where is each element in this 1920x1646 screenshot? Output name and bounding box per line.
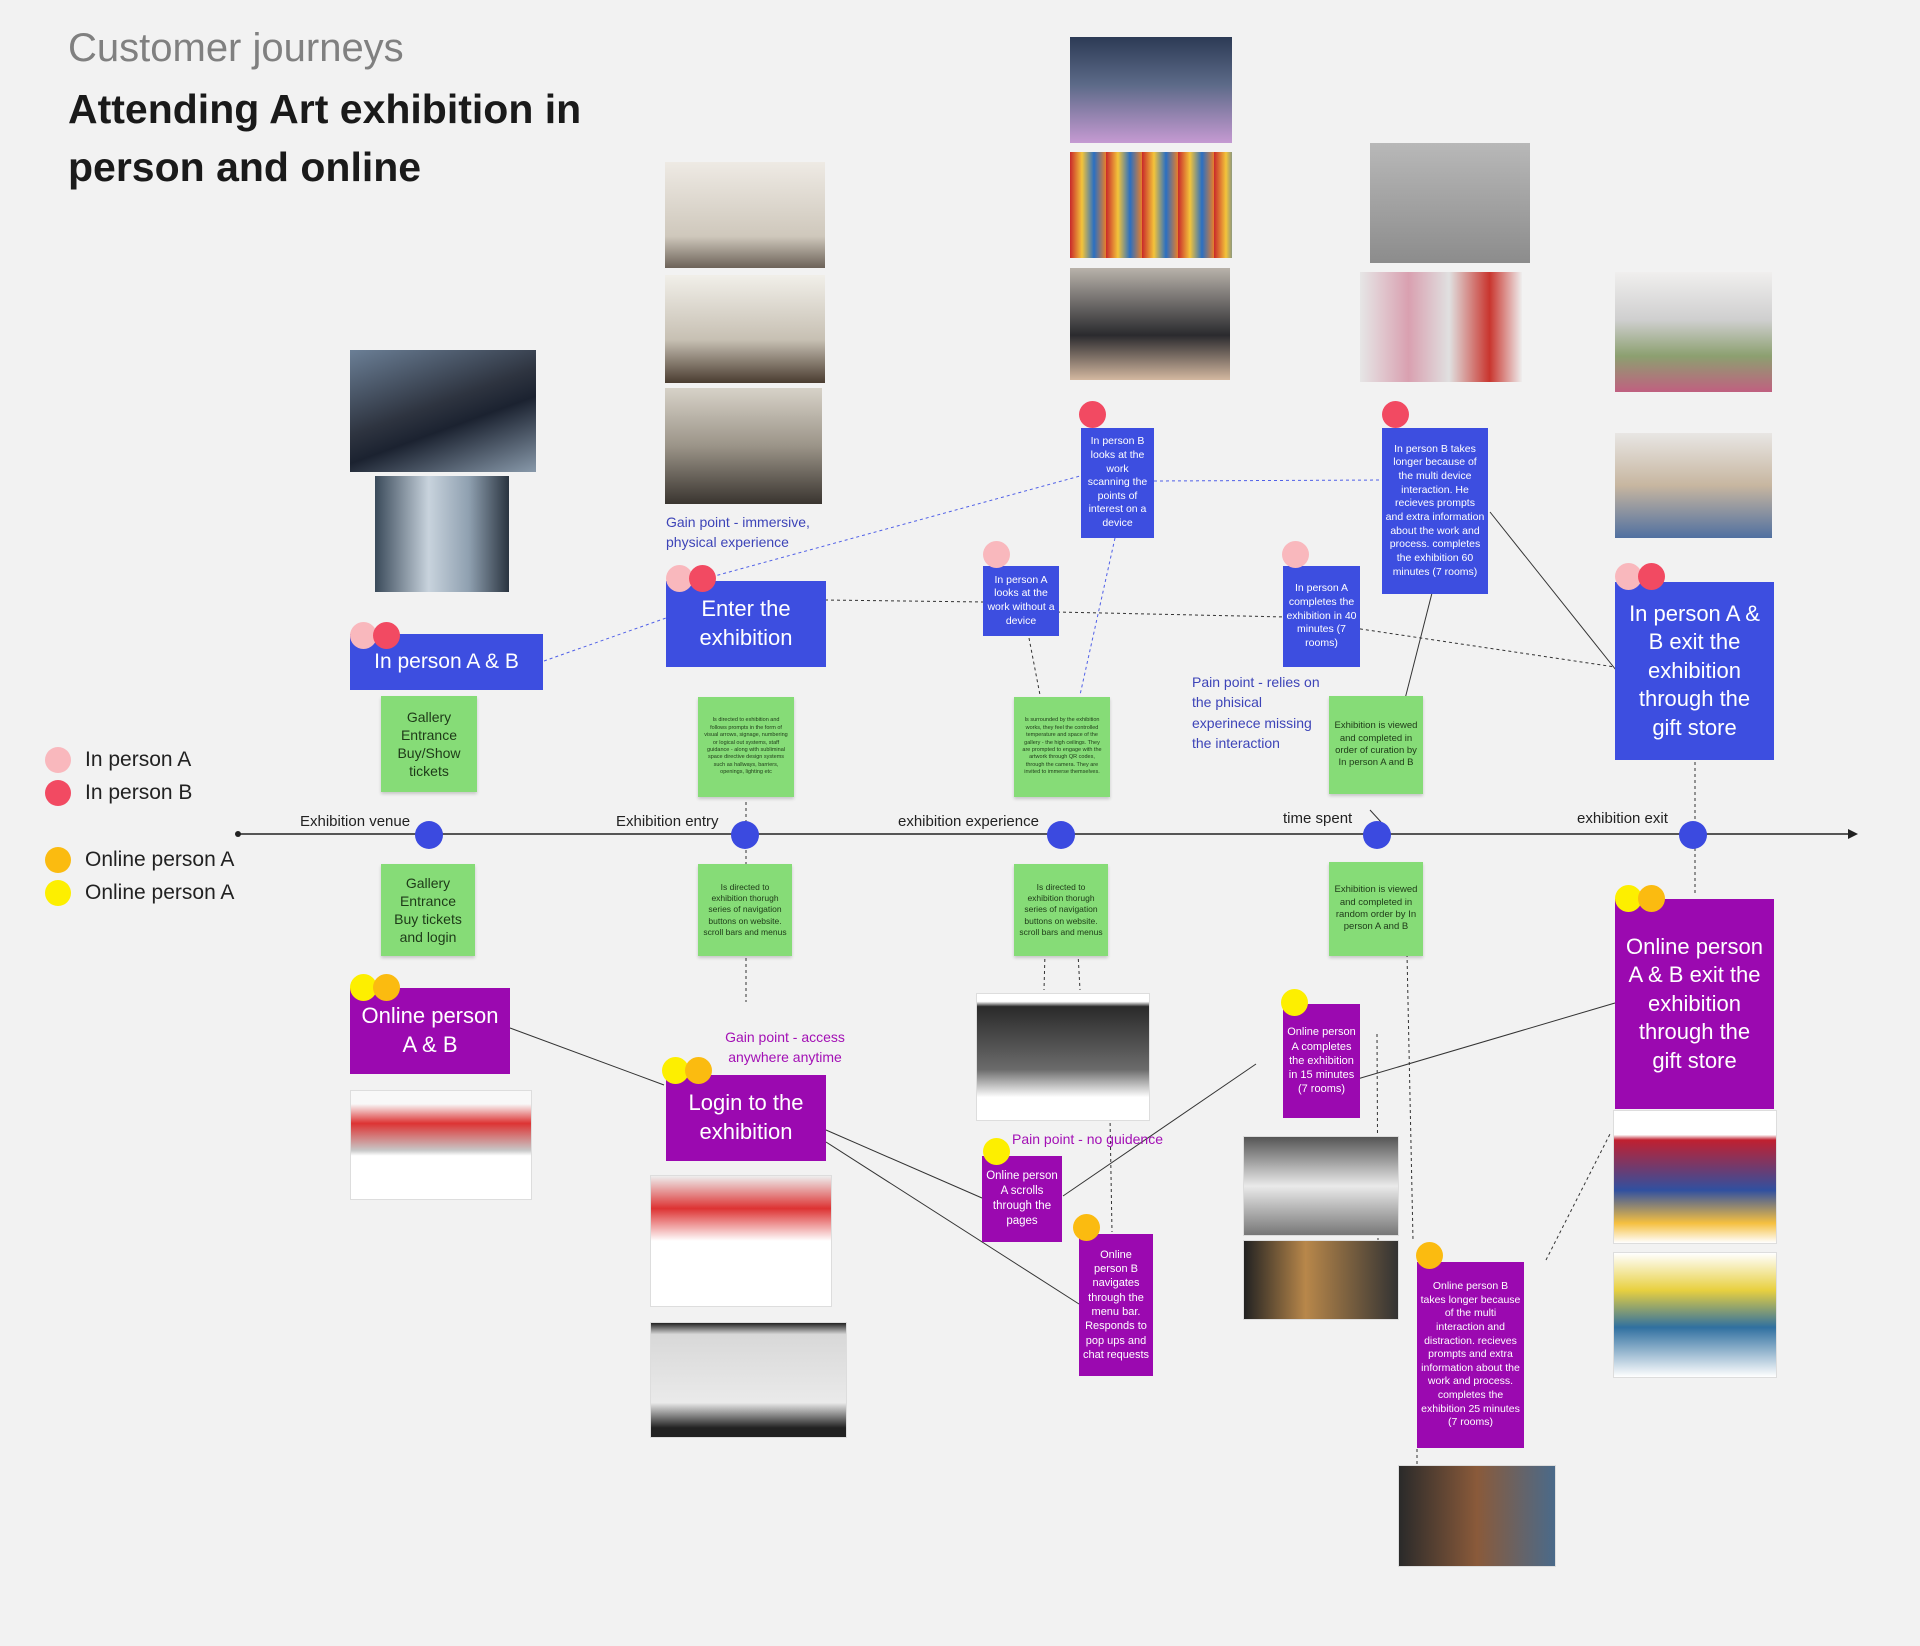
screenshot-online-store-products xyxy=(1613,1252,1777,1378)
photo-gallery-visitors xyxy=(1070,37,1232,143)
stage-label-entry: Exhibition entry xyxy=(616,813,719,830)
legend-label: In person A xyxy=(85,748,192,771)
persona-in-person-b xyxy=(373,622,400,649)
photo-gallery-entrance xyxy=(375,476,509,592)
legend-swatch xyxy=(45,780,71,806)
gain-point-online: Gain point - access anywhere anytime xyxy=(725,1029,845,1066)
photo-gift-store xyxy=(1615,272,1772,392)
online-a-scroll-box: Online person A scrolls through the page… xyxy=(982,1156,1062,1242)
persona-in-person-a xyxy=(666,565,693,592)
screenshot-online-store xyxy=(1613,1110,1777,1244)
persona-in-person-b xyxy=(689,565,716,592)
online-ab-box: Online person A & B xyxy=(350,988,510,1074)
photo-phone-ar xyxy=(1070,268,1230,380)
screenshot-devices-tour xyxy=(1243,1240,1399,1320)
screenshot-website-login xyxy=(350,1090,532,1200)
in-person-a-complete-box: In person A completes the exhibition in … xyxy=(1283,566,1360,667)
screenshot-3d-gallery xyxy=(1243,1136,1399,1236)
action-experience-online: Is directed to exhibition thorugh series… xyxy=(1014,864,1108,956)
enter-exhibition-box: Enter the exhibition xyxy=(666,581,826,667)
legend-swatch xyxy=(45,747,71,773)
online-a-complete-box: Online person A completes the exhibition… xyxy=(1283,1004,1360,1118)
action-experience-in-person: Is surrounded by the exhibition works, t… xyxy=(1014,697,1110,797)
photo-installation xyxy=(665,162,825,268)
persona-online-b xyxy=(1638,885,1665,912)
persona-in-person-b xyxy=(1079,401,1106,428)
stage-label-venue: Exhibition venue xyxy=(300,813,411,830)
in-person-b-complete-box: In person B takes longer because of the … xyxy=(1382,428,1488,594)
persona-online-a xyxy=(662,1057,689,1084)
action-venue-online: Gallery Entrance Buy tickets and login xyxy=(381,864,475,956)
photo-gift-store-shelves xyxy=(1615,433,1772,538)
legend-label: Online person A xyxy=(85,881,235,904)
action-venue-in-person: Gallery Entrance Buy/Show tickets xyxy=(381,696,477,792)
online-b-complete-box: Online person B takes longer because of … xyxy=(1417,1262,1524,1448)
persona-in-person-a xyxy=(983,541,1010,568)
stage-label-exit: exhibition exit xyxy=(1577,810,1668,827)
persona-in-person-b xyxy=(1638,563,1665,590)
in-person-exit-box: In person A & B exit the exhibition thro… xyxy=(1615,582,1774,760)
in-person-b-scan-box: In person B looks at the work scanning t… xyxy=(1081,428,1154,538)
persona-online-a xyxy=(983,1138,1010,1165)
stage-node-exit xyxy=(1679,821,1707,849)
pain-point-in-person: Pain point - relies on the phisical expe… xyxy=(1192,674,1320,751)
page-title: Attending Art exhibition in person and o… xyxy=(68,86,582,190)
photo-selfie-artwork xyxy=(1070,152,1232,258)
legend-item-in-person-b: In person B xyxy=(45,780,192,806)
persona-online-a xyxy=(350,974,377,1001)
legend-label: In person B xyxy=(85,781,193,804)
online-b-navigate-box: Online person B navigates through the me… xyxy=(1079,1234,1153,1376)
persona-in-person-a xyxy=(1282,541,1309,568)
persona-online-b xyxy=(1416,1242,1443,1269)
photo-scanning-artwork xyxy=(1360,272,1522,382)
photo-gallery-room xyxy=(665,275,825,383)
action-entry-online: Is directed to exhibition thorugh series… xyxy=(698,864,792,956)
stage-node-entry xyxy=(731,821,759,849)
action-time-in-person: Exhibition is viewed and completed in or… xyxy=(1329,696,1423,794)
persona-online-b xyxy=(373,974,400,1001)
persona-online-b xyxy=(1073,1214,1100,1241)
photo-motorcycle-hall xyxy=(665,388,822,504)
page-subtitle: Customer journeys xyxy=(68,26,404,70)
legend-swatch xyxy=(45,847,71,873)
gain-point-in-person: Gain point - immersive, physical experie… xyxy=(666,514,810,551)
photo-device-app xyxy=(1370,143,1530,263)
stage-node-venue xyxy=(415,821,443,849)
persona-in-person-b xyxy=(1382,401,1409,428)
persona-online-b xyxy=(685,1057,712,1084)
persona-online-a xyxy=(1281,989,1308,1016)
legend-item-online-a: Online person A xyxy=(45,847,234,873)
action-time-online: Exhibition is viewed and completed in ra… xyxy=(1329,862,1423,956)
legend-swatch xyxy=(45,880,71,906)
in-person-a-look-box: In person A looks at the work without a … xyxy=(983,566,1059,636)
persona-online-a xyxy=(1615,885,1642,912)
stage-label-time: time spent xyxy=(1283,810,1353,827)
screenshot-virtual-gallery xyxy=(650,1322,847,1438)
pain-point-online: Pain point - no guidence xyxy=(1012,1131,1163,1147)
screenshot-website-article xyxy=(650,1175,832,1307)
photo-gallery-building xyxy=(350,350,536,472)
online-exit-box: Online person A & B exit the exhibition … xyxy=(1615,899,1774,1109)
in-person-ab-box: In person A & B xyxy=(350,634,543,690)
persona-in-person-a xyxy=(350,622,377,649)
stage-node-experience xyxy=(1047,821,1075,849)
stage-label-experience: exhibition experience xyxy=(898,813,1039,830)
persona-in-person-a xyxy=(1615,563,1642,590)
stage-node-time xyxy=(1363,821,1391,849)
legend-item-online-a-2: Online person A xyxy=(45,880,234,906)
action-entry-in-person: Is directed to exhibition and follows pr… xyxy=(698,697,794,797)
login-exhibition-box: Login to the exhibition xyxy=(666,1075,826,1161)
legend-item-in-person-a: In person A xyxy=(45,747,191,773)
screenshot-video-page xyxy=(976,993,1150,1121)
legend-label: Online person A xyxy=(85,848,235,871)
screenshot-street-view xyxy=(1398,1465,1556,1567)
